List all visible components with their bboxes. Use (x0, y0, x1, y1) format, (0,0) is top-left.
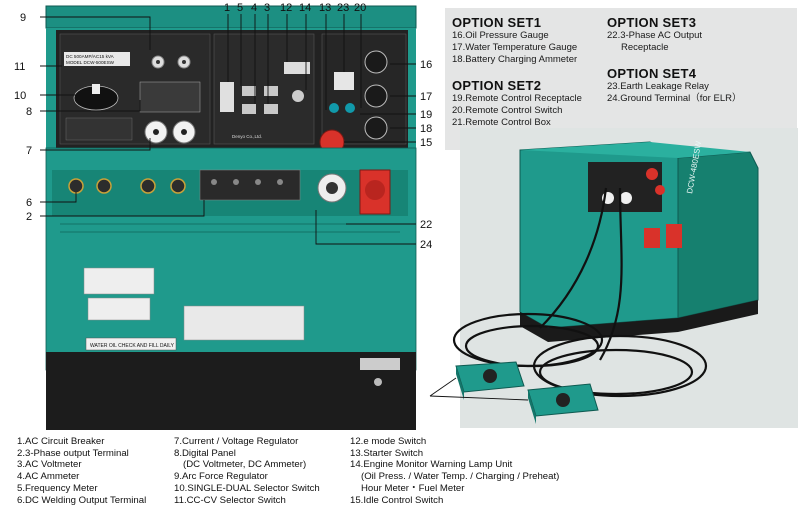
callout-22: 22 (420, 219, 432, 231)
legend-column-1: 1.AC Circuit Breaker 2.3-Phase output Te… (17, 436, 146, 506)
callout-5: 5 (237, 2, 243, 14)
machine-front-view: DC 500AMP/AC15 kVA MODEL DCW-500ESW Deny… (14, 2, 432, 430)
callout-11: 11 (14, 61, 25, 73)
callout-1: 1 (224, 2, 230, 14)
model-plate-line2: MODEL DCW-500ESW (66, 60, 115, 65)
option-item-16: 16.Oil Pressure Gauge (452, 30, 549, 41)
callout-7: 7 (26, 145, 32, 157)
option-item-24: 24.Ground Terminal（for ELR） (607, 93, 742, 104)
option-item-21: 21.Remote Control Box (452, 117, 551, 128)
callout-10: 10 (14, 90, 26, 102)
callout-20: 20 (354, 2, 366, 14)
warning-strip: WATER OIL CHECK AND FILL DAILY (90, 343, 175, 349)
callout-12: 12 (280, 2, 292, 14)
option-set-3-title: OPTION SET3 (607, 15, 697, 30)
legend-item-8-detail: (DC Voltmeter, DC Ammeter) (183, 459, 307, 471)
legend-item-9: 9.Arc Force Regulator (174, 471, 268, 483)
option-set-2: OPTION SET2 19.Remote Control Receptacle… (452, 78, 582, 129)
legend-column-2: 7.Current / Voltage Regulator 8.Digital … (174, 436, 320, 506)
legend-item-15: 15.Idle Control Switch (350, 494, 444, 506)
legend-item-7: 7.Current / Voltage Regulator (174, 436, 299, 447)
model-plate-line1: DC 500AMP/AC15 kVA (66, 54, 115, 59)
legend-item-5: 5.Frequency Meter (17, 482, 98, 494)
callout-24: 24 (420, 239, 432, 251)
callout-14: 14 (299, 2, 311, 14)
callout-6: 6 (26, 197, 32, 209)
legend-item-3: 3.AC Voltmeter (17, 459, 82, 471)
legend-item-2: 2.3-Phase output Terminal (17, 447, 129, 459)
option-item-23: 23.Earth Leakage Relay (607, 81, 709, 92)
callout-19: 19 (420, 109, 432, 121)
legend-item-14-detail: (Oil Press. / Water Temp. / Charging / P… (361, 471, 560, 483)
option-set-2-title: OPTION SET2 (452, 78, 542, 93)
legend-item-8: 8.Digital Panel (174, 447, 236, 459)
legend-item-14: 14.Engine Monitor Warning Lamp Unit (350, 459, 513, 471)
callout-17: 17 (420, 91, 432, 103)
callout-8: 8 (26, 106, 32, 118)
callout-18: 18 (420, 123, 432, 135)
option-set-1: OPTION SET1 16.Oil Pressure Gauge 17.Wat… (452, 15, 578, 66)
legend-item-4: 4.AC Ammeter (17, 471, 80, 483)
callout-4: 4 (251, 2, 257, 14)
callout-13: 13 (319, 2, 331, 14)
legend-column-3: 12.e mode Switch 13.Starter Switch 14.En… (350, 436, 559, 506)
legend-item-6: 6.DC Welding Output Terminal (17, 494, 147, 506)
option-item-19: 19.Remote Control Receptacle (452, 93, 582, 104)
callout-2: 2 (26, 211, 32, 223)
option-set-3: OPTION SET3 22.3-Phase AC Output Recepta… (607, 15, 703, 54)
brand-label: Denyo Co.,Ltd. (232, 134, 262, 139)
option-item-17: 17.Water Temperature Gauge (452, 42, 578, 53)
callout-16: 16 (420, 59, 432, 71)
option-set-1-title: OPTION SET1 (452, 15, 542, 30)
callout-15: 15 (420, 137, 432, 149)
callout-9: 9 (20, 12, 26, 24)
option-item-22: 22.3-Phase AC Output (607, 30, 703, 41)
option-set-4-title: OPTION SET4 (607, 66, 697, 81)
legend-item-11: 11.CC-CV Selector Switch (174, 494, 286, 506)
product-photo: DCW-480ESW 21 (429, 128, 798, 428)
callout-3: 3 (264, 2, 270, 14)
legend-item-12: 12.e mode Switch (350, 436, 427, 447)
legend-item-1: 1.AC Circuit Breaker (17, 436, 105, 447)
option-item-22-cont: Receptacle (621, 42, 669, 53)
option-sets-panel: OPTION SET1 16.Oil Pressure Gauge 17.Wat… (445, 8, 797, 150)
callout-23: 23 (337, 2, 349, 14)
legend-item-10: 10.SINGLE-DUAL Selector Switch (174, 482, 320, 494)
option-set-4: OPTION SET4 23.Earth Leakage Relay 24.Gr… (607, 66, 742, 105)
legend-item-14-hour-meter: Hour Meter・Fuel Meter (361, 482, 465, 494)
option-item-18: 18.Battery Charging Ammeter (452, 54, 578, 65)
option-item-20: 20.Remote Control Switch (452, 105, 563, 116)
legend-item-13: 13.Starter Switch (350, 447, 424, 459)
